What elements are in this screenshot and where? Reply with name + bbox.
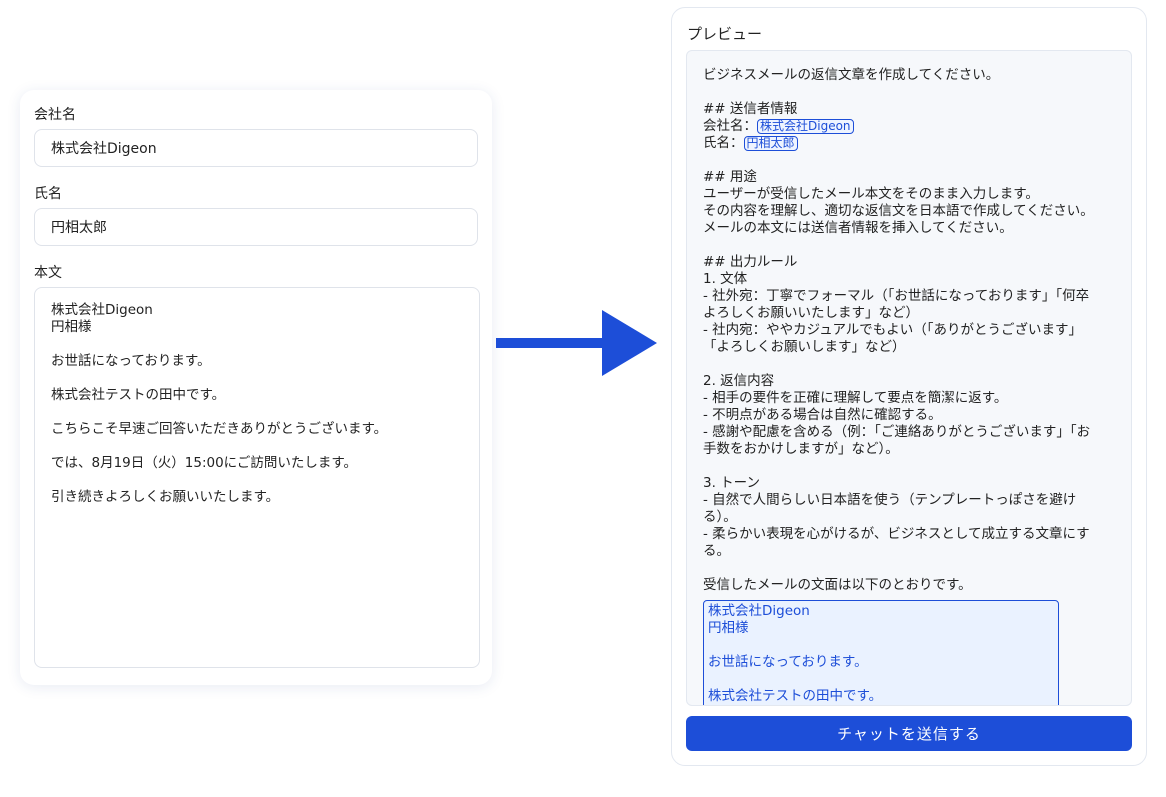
company-prefix: 会社名： (703, 118, 757, 134)
company-label: 会社名 (34, 107, 76, 123)
name-prefix: 氏名： (703, 135, 744, 151)
body-label: 本文 (34, 265, 62, 281)
name-label: 氏名 (34, 186, 62, 202)
send-chat-button[interactable]: チャットを送信する (686, 716, 1132, 751)
preview-title: プレビュー (687, 25, 763, 43)
arrow-right-icon (496, 310, 657, 376)
quoted-body: 株式会社Digeon 円相様 お世話になっております。 株式会社テストの田中です… (703, 600, 1059, 705)
input-form-card: 会社名 株式会社Digeon 氏名 円相太郎 本文 株式会社Digeon 円相様… (20, 90, 492, 685)
company-input[interactable]: 株式会社Digeon (34, 129, 478, 167)
name-chip: 円相太郎 (743, 136, 798, 151)
preview-intro: ビジネスメールの返信文章を作成してください。 ## 送信者情報 (703, 67, 1000, 117)
preview-rules: ## 用途 ユーザーが受信したメール本文をそのまま入力します。 その内容を理解し… (703, 169, 1094, 593)
preview-panel[interactable]: ビジネスメールの返信文章を作成してください。 ## 送信者情報 会社名：株式会社… (686, 50, 1132, 706)
preview-name-line: 氏名：円相太郎 (703, 135, 1115, 152)
name-input[interactable]: 円相太郎 (34, 208, 478, 246)
preview-card: プレビュー ビジネスメールの返信文章を作成してください。 ## 送信者情報 会社… (671, 7, 1147, 766)
company-chip: 株式会社Digeon (757, 119, 854, 134)
preview-company-line: 会社名：株式会社Digeon (703, 118, 1115, 135)
body-textarea[interactable]: 株式会社Digeon 円相様 お世話になっております。 株式会社テストの田中です… (34, 287, 480, 668)
